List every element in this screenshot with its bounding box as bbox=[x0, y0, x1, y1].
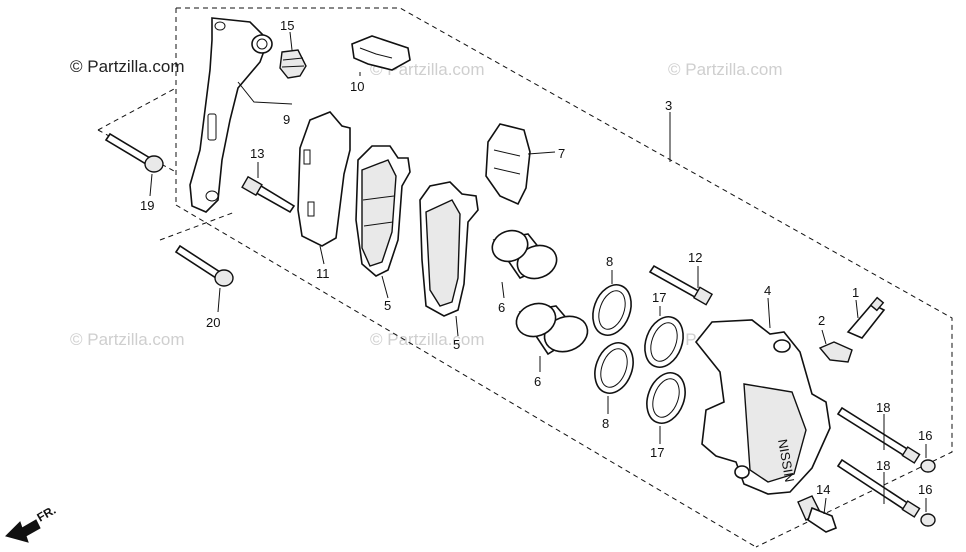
callout-12: 12 bbox=[688, 250, 702, 265]
piston-seal-1 bbox=[592, 284, 632, 336]
callout-6-upper: 6 bbox=[498, 300, 505, 315]
callout-5-upper: 5 bbox=[384, 298, 391, 313]
rubber-boot bbox=[279, 49, 307, 79]
flange-bolt-upper bbox=[104, 132, 164, 173]
front-arrow-icon bbox=[5, 519, 41, 543]
callout-15: 15 bbox=[280, 18, 294, 33]
pad-shim bbox=[297, 111, 351, 247]
callout-8-upper: 8 bbox=[606, 254, 613, 269]
watermark-faint-2: © Partzilla.com bbox=[668, 60, 783, 79]
callout-10: 10 bbox=[350, 79, 364, 94]
pad-spring bbox=[351, 35, 411, 71]
callout-18-lower: 18 bbox=[876, 458, 890, 473]
caliper-body: NISSIN bbox=[694, 319, 831, 495]
callout-17-upper: 17 bbox=[652, 290, 666, 305]
callout-1: 1 bbox=[852, 285, 859, 300]
pin-nut-2 bbox=[920, 513, 936, 527]
callout-11: 11 bbox=[316, 266, 330, 281]
pin-nut-1 bbox=[920, 459, 936, 473]
bracket-pin-bolt bbox=[241, 175, 296, 214]
piston-1 bbox=[491, 229, 558, 280]
bleed-valve bbox=[846, 296, 886, 339]
bleed-cap bbox=[818, 341, 853, 363]
dust-seal-2 bbox=[646, 372, 686, 424]
callout-7: 7 bbox=[558, 146, 565, 161]
pad-pin bbox=[648, 264, 714, 306]
callout-4: 4 bbox=[764, 283, 771, 298]
callout-14: 14 bbox=[816, 482, 830, 497]
callout-16-lower: 16 bbox=[918, 482, 932, 497]
caliper-bracket bbox=[189, 17, 273, 213]
caliper-pin-1 bbox=[836, 406, 921, 464]
flange-bolt-lower bbox=[174, 244, 234, 287]
callout-numbers: 1 2 3 4 5 5 6 6 7 8 8 9 10 11 12 13 14 1… bbox=[140, 18, 932, 497]
callout-8-lower: 8 bbox=[602, 416, 609, 431]
callout-18-upper: 18 bbox=[876, 400, 890, 415]
callout-5-lower: 5 bbox=[453, 337, 460, 352]
pad-retainer-spring bbox=[485, 123, 531, 206]
callout-2: 2 bbox=[818, 313, 825, 328]
mounting-bolt bbox=[797, 495, 837, 533]
watermark-faint-3: © Partzilla.com bbox=[70, 330, 185, 349]
front-direction-marker: FR. bbox=[5, 503, 59, 543]
brake-pad-2 bbox=[419, 181, 479, 317]
callout-13: 13 bbox=[250, 146, 264, 161]
watermark-faint-4: © Partzilla.com bbox=[370, 330, 485, 349]
callout-16-upper: 16 bbox=[918, 428, 932, 443]
front-label: FR. bbox=[35, 503, 59, 525]
caliper-pin-2 bbox=[836, 458, 921, 518]
piston-2 bbox=[515, 302, 589, 356]
piston-seal-2 bbox=[594, 342, 634, 394]
callout-3: 3 bbox=[665, 98, 672, 113]
callout-17-lower: 17 bbox=[650, 445, 664, 460]
callout-6-lower: 6 bbox=[534, 374, 541, 389]
callout-19: 19 bbox=[140, 198, 154, 213]
callout-20: 20 bbox=[206, 315, 220, 330]
caliper-marking: NISSIN bbox=[775, 438, 797, 483]
callout-9: 9 bbox=[283, 112, 290, 127]
brake-pad-1 bbox=[355, 145, 411, 277]
watermark-main: © Partzilla.com bbox=[70, 57, 185, 76]
leader-lines bbox=[149, 31, 927, 515]
dust-seal-1 bbox=[644, 316, 684, 368]
